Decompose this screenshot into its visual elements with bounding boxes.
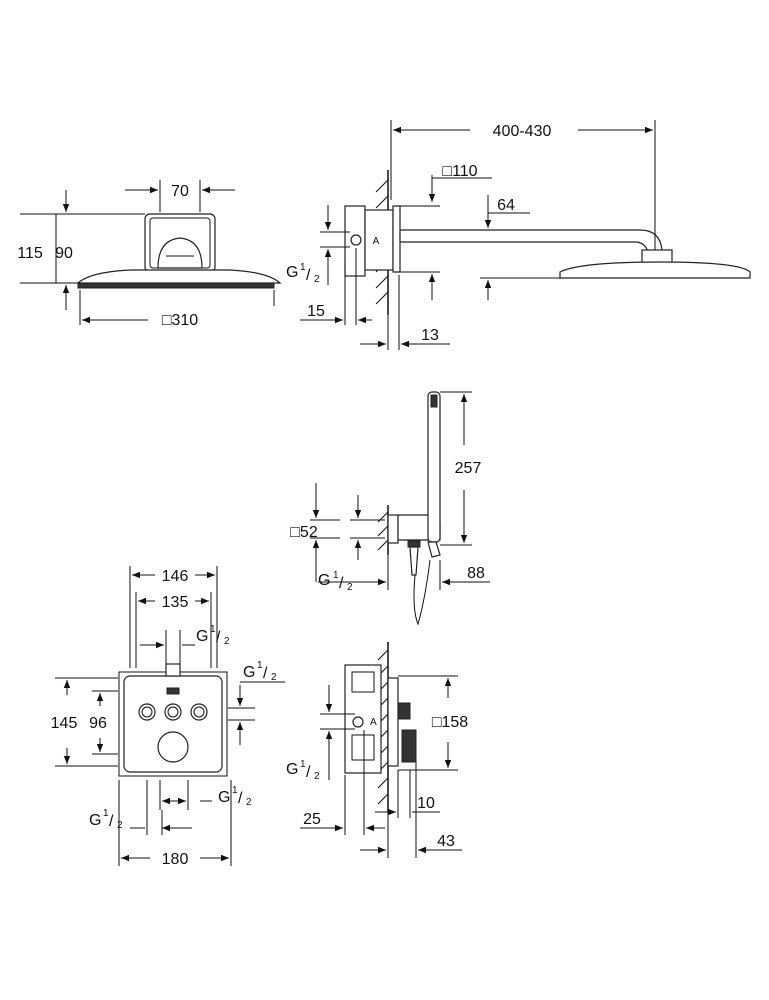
shower-arm [399,229,663,263]
svg-text:A: A [373,236,380,247]
dim-head-height-inner: 90 [55,245,73,262]
dim-thermo-plate: □158 [432,714,468,731]
hand-shower-handle [427,391,441,543]
svg-text:/: / [109,813,114,830]
dim-hand-projection: 88 [467,565,485,582]
dim-hand-length: 257 [455,460,482,477]
dim-hand-flange: □52 [290,524,318,541]
thermostat-button-side [397,702,411,720]
svg-text:1: 1 [232,785,238,796]
thermostat-knob-side [401,729,417,763]
svg-text:1: 1 [210,624,216,635]
svg-text:2: 2 [271,672,277,683]
shower-arm-view: A 400-430 □110 64 G 1 / [286,120,751,350]
svg-text:/: / [216,629,221,646]
thermostat-side-plate [387,677,399,767]
thermostat-button-2 [164,703,182,721]
shower-head-side [559,261,751,279]
shower-head-dome [157,237,203,269]
thermo-bottom-right-connection: G [218,789,230,806]
svg-text:/: / [306,267,311,284]
shower-head-disc [76,269,282,284]
thermostat-side-view: A □158 G 1 / 2 10 25 [286,642,468,858]
svg-text:2: 2 [347,582,353,593]
dim-thermo-height-inner: 96 [89,715,107,732]
svg-text:1: 1 [300,759,306,770]
dim-arm-flange: □110 [442,163,477,180]
dim-thermo-width-outer: 146 [162,568,189,585]
svg-text:A: A [370,717,377,728]
hand-shower-view: 257 □52 G 1 / 2 88 [290,391,490,626]
dim-thermo-total-width: 180 [162,851,189,868]
thermostat-button-3 [190,703,208,721]
arm-flange [392,205,401,273]
dim-arm-wall-gap: 13 [421,327,439,344]
svg-text:2: 2 [314,274,320,285]
hand-shower-flange [387,514,399,544]
thermostat-front-view: 146 135 G 1 / 2 G 1 / 2 145 [51,566,285,868]
svg-text:2: 2 [117,820,123,831]
dim-head-width: 70 [171,183,189,200]
svg-text:/: / [339,575,344,592]
thermostat-button-1 [138,703,156,721]
dim-arm-offset: 64 [497,197,515,214]
shower-head-view: 70 115 90 □310 [17,180,328,329]
svg-text:/: / [238,790,243,807]
dim-thermo-width-inner: 135 [162,594,189,611]
dim-thermo-height-outer: 145 [51,715,78,732]
thermostat-body [344,664,382,774]
shower-head-nozzles [77,282,275,289]
thermo-right-connection: G [243,664,255,681]
svg-text:1: 1 [300,262,306,273]
thermo-bottom-left-connection: G [89,812,101,829]
svg-text:2: 2 [314,771,320,782]
svg-text:1: 1 [333,570,339,581]
svg-text:1: 1 [257,660,263,671]
svg-text:2: 2 [246,797,252,808]
dim-arm-inlet-depth: 15 [307,303,325,320]
dim-arm-length: 400-430 [493,123,552,140]
arm-connection-label: G [286,264,298,281]
svg-text:/: / [306,764,311,781]
dim-thermo-depth-body: 25 [303,811,321,828]
dim-thermo-depth-total: 43 [437,833,455,850]
dim-head-diameter: □310 [162,312,198,329]
hose-connector [407,540,421,548]
shower-hose [413,559,431,626]
dim-thermo-depth-min: 10 [417,795,435,812]
svg-text:1: 1 [103,808,109,819]
thermo-side-connection: G [286,761,298,778]
dim-head-height-total: 115 [17,245,43,262]
thermo-top-connection: G [196,628,208,645]
svg-text:/: / [263,665,268,682]
svg-text:2: 2 [224,636,230,647]
hand-connection-label: G [318,572,330,589]
thermostat-knob [157,731,189,763]
